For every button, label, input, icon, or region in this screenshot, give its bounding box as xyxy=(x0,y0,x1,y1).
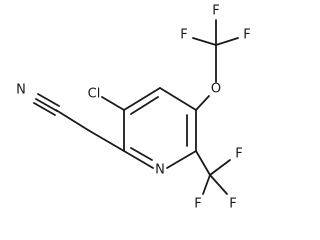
ether-oxygen-label: O xyxy=(211,82,221,97)
triple-bond-cn-1 xyxy=(35,98,58,112)
ring-double-bond-c3-c4-inner xyxy=(130,96,159,115)
ring-bond-c3-c4 xyxy=(123,87,161,111)
ring-bond-n1-c2 xyxy=(123,150,154,169)
ring-bond-c6-n1 xyxy=(166,150,197,169)
bond-c2-ch2 xyxy=(87,129,125,152)
bond-cf3-f-upper-right xyxy=(209,159,231,176)
triple-bond-cn-3 xyxy=(33,102,56,116)
fluorine-label-3: F xyxy=(243,28,250,43)
bond-c6-cf3 xyxy=(195,150,211,176)
bond-cf3-f-lower-left xyxy=(202,174,211,195)
bond-cf3-f-lower-right xyxy=(209,174,228,195)
fluorine-label-5: F xyxy=(194,197,201,212)
fluorine-label-1: F xyxy=(180,28,187,43)
nitrile-nitrogen-label: N xyxy=(16,83,26,98)
fluorine-label-4: F xyxy=(235,147,242,162)
fluorine-label-6: F xyxy=(229,197,236,212)
chemical-structure-diagram: Cl N N O F F F F F F xyxy=(16,4,251,212)
bond-c3-cl xyxy=(101,96,125,111)
chlorine-label: Cl xyxy=(88,87,101,102)
bond-c5-o xyxy=(195,95,210,111)
ring-bond-c4-c5 xyxy=(159,87,197,111)
fluorine-label-2: F xyxy=(212,4,219,19)
bond-cf3-f-left xyxy=(192,37,217,46)
ring-double-bond-n1-c2-inner xyxy=(130,147,153,161)
bond-ch2-cn xyxy=(55,109,89,131)
ring-nitrogen-label: N xyxy=(155,163,165,178)
triple-bond-cn-2 xyxy=(37,93,60,107)
bond-cf3-f-right xyxy=(215,37,239,46)
